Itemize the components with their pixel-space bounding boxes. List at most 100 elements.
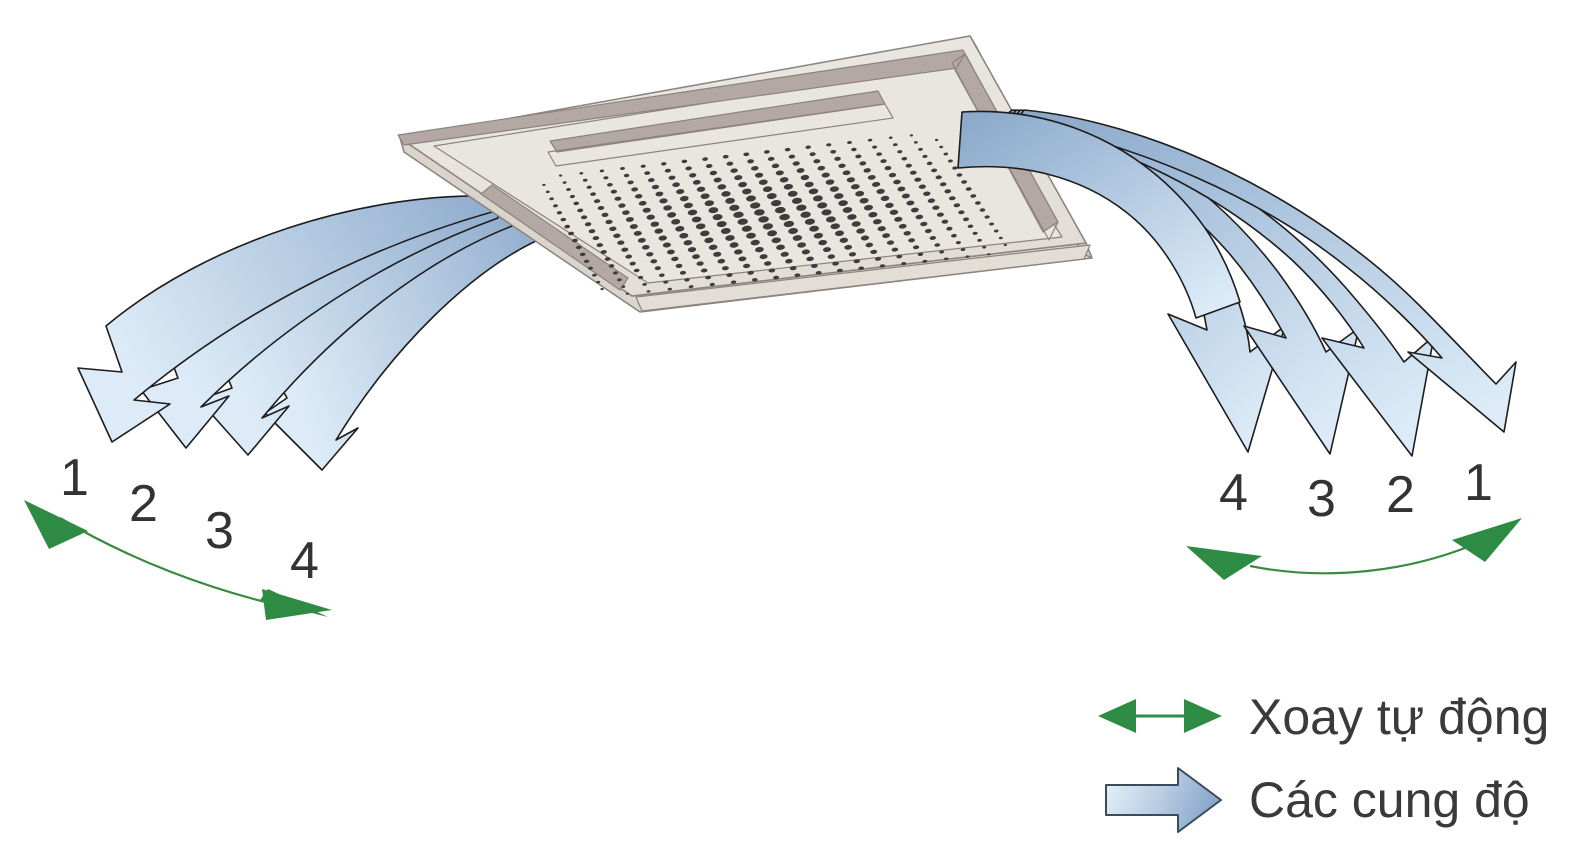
grille-dot: [583, 259, 590, 263]
grille-dot: [792, 235, 803, 241]
left-angle-labels: 1 2 3 4: [60, 449, 319, 590]
grille-dot: [946, 226, 953, 231]
grille-dot: [720, 228, 731, 234]
grille-dot: [767, 156, 775, 161]
grille-dot: [832, 261, 839, 266]
grille-dot: [571, 238, 578, 243]
grille-dot: [903, 231, 911, 236]
grille-dot: [922, 259, 928, 263]
vent-slot-right-inner: [954, 53, 1059, 241]
grille-dot: [939, 182, 947, 187]
left-angle-label-2: 2: [129, 475, 158, 533]
grille-dot: [599, 169, 605, 173]
grille-dot: [953, 203, 961, 208]
grille-dot: [962, 217, 970, 222]
grille-dot: [584, 222, 592, 227]
grille-dot: [741, 225, 752, 232]
grille-dot: [676, 189, 685, 195]
grille-dot: [592, 273, 597, 277]
grille-dot: [586, 185, 592, 189]
grille-dot: [737, 218, 748, 225]
grille-dot: [717, 184, 727, 190]
grille-dot: [965, 255, 970, 258]
grille-dot: [855, 154, 862, 159]
grille-dot: [667, 212, 677, 218]
grille-dot: [642, 282, 647, 286]
grille-dot: [721, 191, 731, 197]
grille-dot: [704, 237, 714, 244]
grille-dot: [993, 229, 999, 233]
grille-dot: [815, 270, 822, 275]
left-airflow-fan: [77, 195, 539, 471]
grille-dot-matrix: {"rows":18,"cols":20}: [542, 134, 1008, 295]
grille-dot: [667, 287, 672, 291]
grille-dot: [984, 215, 990, 219]
grille-dot: [891, 247, 899, 252]
grille-dot: [825, 179, 835, 185]
grille-dot: [700, 268, 708, 273]
grille-dot: [804, 181, 814, 188]
grille-dot: [834, 156, 841, 161]
grille-dot: [910, 207, 919, 213]
grille-dot: [662, 242, 671, 248]
grille-dot: [834, 193, 844, 199]
grille-dot: [821, 172, 830, 178]
grille-dot: [625, 217, 634, 222]
grille-dot: [558, 174, 563, 177]
grille-dot: [582, 178, 588, 182]
grille-dot: [663, 205, 672, 211]
grille-dot: [621, 247, 629, 252]
grille-dot: [726, 161, 734, 166]
grille-dot: [812, 195, 823, 202]
grille-dot: [629, 224, 638, 229]
grille-dot: [934, 243, 941, 247]
grille-dot: [979, 208, 986, 212]
grille-dot: [788, 154, 796, 159]
grille-dot: [922, 154, 928, 159]
grille-dot: [834, 230, 845, 237]
grille-dot: [791, 197, 803, 204]
grille-dot: [675, 263, 683, 268]
grille-dot: [684, 278, 690, 282]
grille-dot: [923, 191, 931, 196]
grille-dot: [889, 209, 899, 215]
grille-dot: [623, 173, 630, 178]
grille-dot: [847, 141, 852, 144]
grille-dot: [788, 228, 799, 234]
grille-dot: [646, 214, 655, 220]
grille-dot: [884, 166, 892, 171]
grille-dot: [685, 166, 692, 171]
grille-dot: [932, 205, 940, 210]
grille-dot: [726, 273, 733, 278]
grille-dot: [855, 190, 865, 197]
grille-dot: [620, 167, 625, 170]
grille-dot: [821, 209, 832, 216]
grille-dot: [836, 268, 843, 273]
grille-dot: [689, 173, 697, 178]
grille-dot: [746, 232, 756, 239]
grille-dot: [879, 264, 886, 268]
grille-dot: [708, 244, 718, 250]
grille-dot: [650, 259, 658, 264]
grille-dot: [610, 189, 618, 194]
grille-dot: [633, 268, 640, 273]
legend-swing-arrowhead-right: [1184, 699, 1222, 733]
grille-dot: [702, 157, 709, 161]
grille-dot: [705, 163, 713, 169]
grille-dot: [972, 231, 978, 235]
grille-dot: [625, 254, 633, 259]
grille-dot: [809, 225, 819, 232]
grille-dot: [588, 266, 593, 270]
grille-dot: [655, 191, 664, 197]
left-angle-label-4: 4: [290, 532, 319, 590]
grille-dot: [789, 266, 797, 271]
grille-dot: [894, 216, 903, 222]
grille-dot: [638, 200, 647, 206]
grille-dot: [747, 159, 754, 164]
grille-dot: [647, 178, 655, 183]
grille-dot: [796, 204, 807, 211]
grille-dot: [977, 238, 982, 242]
grille-dot: [729, 242, 739, 248]
grille-dot: [687, 247, 697, 253]
grille-dot: [759, 254, 768, 260]
